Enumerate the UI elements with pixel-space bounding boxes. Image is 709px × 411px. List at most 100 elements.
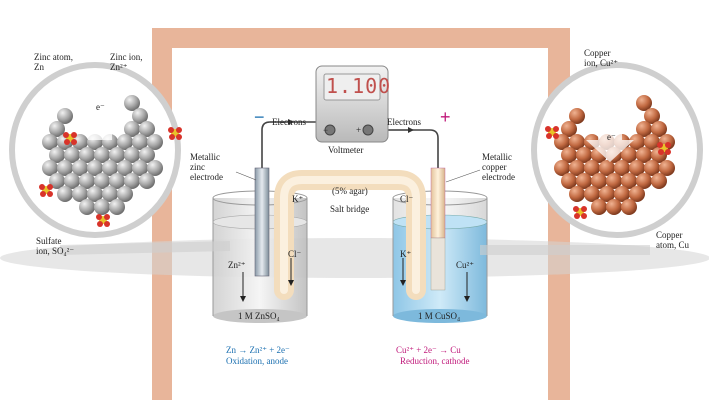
atom bbox=[42, 134, 58, 150]
atom bbox=[109, 147, 125, 163]
atom bbox=[49, 147, 65, 163]
atom bbox=[584, 186, 600, 202]
atom bbox=[147, 134, 163, 150]
zinc-solution-label: 1 M ZnSO₄ bbox=[238, 311, 280, 321]
atom bbox=[554, 160, 570, 176]
zinc-ion-label: Zinc ion, Zn²⁺ bbox=[110, 52, 143, 72]
atom bbox=[57, 186, 73, 202]
atom bbox=[569, 108, 585, 124]
atom bbox=[139, 147, 155, 163]
atom bbox=[644, 134, 660, 150]
salt-bridge-agar: (5% agar) bbox=[332, 186, 368, 196]
copper-reaction: Cu²⁺ + 2e⁻ → Cu bbox=[396, 345, 461, 355]
right-zoom-electron: e⁻ bbox=[607, 132, 616, 142]
atom bbox=[629, 160, 645, 176]
atom bbox=[591, 173, 607, 189]
wire-left bbox=[261, 121, 320, 172]
atom bbox=[569, 134, 585, 150]
atom bbox=[124, 121, 140, 137]
sulfate-ion-icon bbox=[168, 127, 182, 140]
zn-ion-label: Zn²⁺ bbox=[228, 260, 246, 270]
atom bbox=[659, 160, 675, 176]
minus-sign: − bbox=[254, 107, 265, 127]
atom bbox=[117, 186, 133, 202]
cl-ion-label: Cl⁻ bbox=[288, 249, 302, 259]
voltmeter-pos-terminal: + bbox=[356, 125, 362, 135]
atom bbox=[94, 199, 110, 215]
atom bbox=[109, 199, 125, 215]
atom bbox=[614, 186, 630, 202]
atom bbox=[636, 173, 652, 189]
sulfate-ion-icon bbox=[545, 126, 559, 139]
atom bbox=[599, 160, 615, 176]
atom bbox=[124, 173, 140, 189]
electrons-label-right: Electrons bbox=[387, 117, 421, 127]
voltmeter-display bbox=[323, 73, 381, 101]
atom bbox=[651, 173, 667, 189]
plus-sign: + bbox=[440, 107, 451, 127]
sulfate-ion-icon bbox=[657, 142, 671, 155]
atom bbox=[117, 160, 133, 176]
atom bbox=[621, 147, 637, 163]
copper-electrode-label: Metallic copper electrode bbox=[482, 152, 515, 182]
salt-bridge-cl-ion: Cl⁻ bbox=[400, 194, 414, 204]
atom bbox=[64, 173, 80, 189]
atom bbox=[606, 199, 622, 215]
atom bbox=[124, 95, 140, 111]
zinc-electrode-label: Metallic zinc electrode bbox=[190, 152, 223, 182]
voltmeter-label: Voltmeter bbox=[328, 145, 364, 155]
zinc-atoms bbox=[42, 95, 163, 215]
atom bbox=[79, 199, 95, 215]
atom bbox=[614, 160, 630, 176]
copper-electrode bbox=[430, 167, 446, 239]
atom bbox=[636, 95, 652, 111]
zinc-reaction: Zn → Zn²⁺ + 2e⁻ bbox=[226, 345, 290, 355]
atom bbox=[49, 173, 65, 189]
atom bbox=[64, 147, 80, 163]
atom bbox=[72, 186, 88, 202]
atom bbox=[94, 147, 110, 163]
atom bbox=[644, 108, 660, 124]
atom bbox=[102, 160, 118, 176]
sulfate-ion-icon bbox=[63, 132, 77, 145]
arrow-right-icon bbox=[408, 127, 414, 133]
atom bbox=[79, 147, 95, 163]
sulfate-ion-icon bbox=[96, 214, 110, 227]
atom bbox=[584, 160, 600, 176]
atom bbox=[72, 160, 88, 176]
sulfate-ion-icon bbox=[573, 206, 587, 219]
zinc-atom-label: Zinc atom, Zn bbox=[34, 52, 73, 72]
atom bbox=[42, 160, 58, 176]
atom bbox=[636, 121, 652, 137]
atom bbox=[109, 173, 125, 189]
atom bbox=[102, 186, 118, 202]
atom bbox=[147, 160, 163, 176]
atom bbox=[139, 121, 155, 137]
voltmeter-reading: 1.100 bbox=[326, 74, 392, 98]
atom bbox=[576, 147, 592, 163]
atom bbox=[49, 121, 65, 137]
atom bbox=[132, 134, 148, 150]
zinc-process: Oxidation, anode bbox=[226, 356, 288, 366]
atom bbox=[644, 160, 660, 176]
cu-ion-label: Cu²⁺ bbox=[456, 260, 474, 270]
voltmeter-neg-terminal: − bbox=[323, 125, 329, 135]
atom bbox=[621, 199, 637, 215]
wire-right bbox=[372, 129, 439, 172]
atom bbox=[139, 173, 155, 189]
salt-bridge-k-ion: K⁺ bbox=[292, 194, 304, 204]
atom bbox=[132, 160, 148, 176]
sulfate-label: Sulfate ion, SO₄²⁻ bbox=[36, 236, 75, 256]
sulfate-ions bbox=[39, 126, 671, 227]
arrow-left-icon bbox=[288, 119, 294, 125]
atom bbox=[599, 186, 615, 202]
atom bbox=[132, 108, 148, 124]
atom bbox=[569, 186, 585, 202]
atom bbox=[57, 160, 73, 176]
atom bbox=[87, 186, 103, 202]
atom bbox=[57, 108, 73, 124]
electrons-label-left: Electrons bbox=[272, 117, 306, 127]
atom bbox=[94, 173, 110, 189]
atom bbox=[591, 199, 607, 215]
